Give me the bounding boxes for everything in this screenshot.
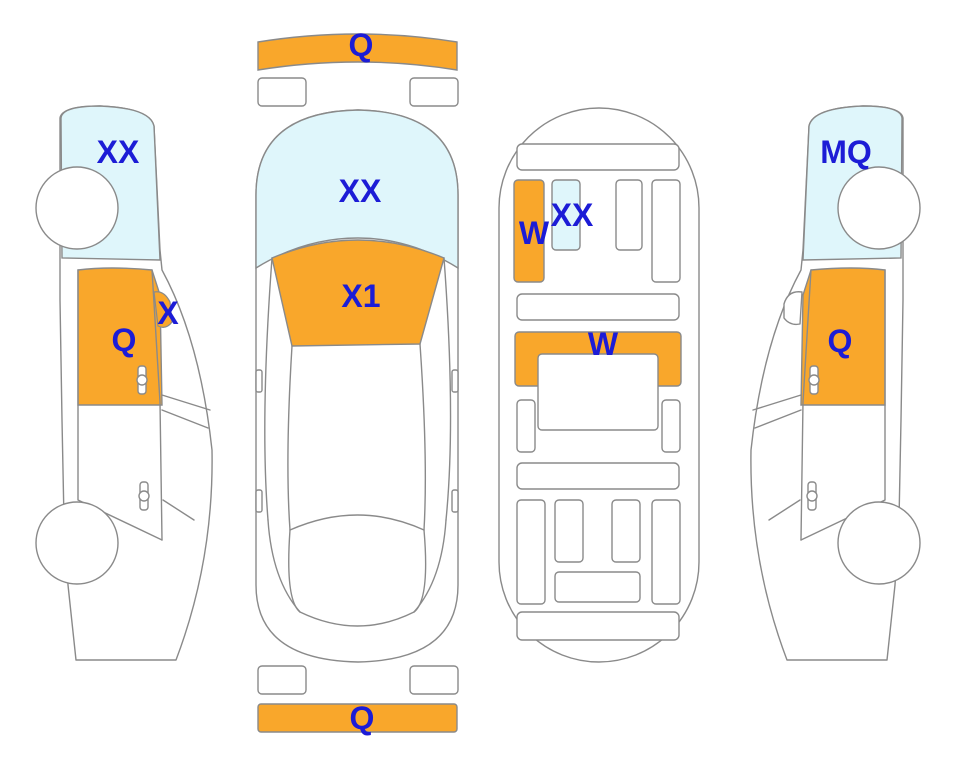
right-mirror	[783, 291, 803, 326]
left-mirror[interactable]	[153, 291, 173, 328]
right-rear-wheel	[837, 501, 921, 585]
right-front-glass-label: MQ	[820, 134, 872, 170]
rear-light-right	[409, 665, 459, 695]
top-view: Q XX X1 Q	[255, 27, 459, 736]
right-side-view: MQ Q	[750, 105, 921, 661]
hood-label: X1	[341, 278, 380, 314]
frame-inner-panel-label: XX	[551, 197, 594, 233]
top-mirror-right-front	[451, 369, 459, 393]
front-bumper-label: Q	[349, 27, 374, 63]
windshield[interactable]	[255, 109, 459, 270]
left-rear-wheel	[35, 501, 119, 585]
right-front-door[interactable]	[800, 267, 886, 406]
left-door-handle-front	[136, 365, 148, 395]
windshield-label: XX	[339, 173, 382, 209]
front-headlight-right	[409, 77, 459, 107]
left-mirror-label: X	[157, 295, 179, 331]
right-front-door-label: Q	[828, 323, 853, 359]
right-front-wheel	[837, 166, 921, 250]
rear-bumper[interactable]	[257, 703, 458, 733]
top-mirror-left-front	[255, 369, 263, 393]
rear-light-left	[257, 665, 307, 695]
frame-left-rail[interactable]	[513, 179, 545, 283]
left-front-glass-label: XX	[97, 134, 140, 170]
right-door-handle-rear	[806, 481, 818, 511]
top-mirror-right-rear	[451, 489, 459, 513]
top-mirror-left-rear	[255, 489, 263, 513]
right-door-handle-front	[808, 365, 820, 395]
front-headlight-left	[257, 77, 307, 107]
underbody-view: W XX W	[498, 107, 700, 663]
frame-inner-panel[interactable]	[551, 179, 581, 251]
front-bumper[interactable]	[257, 33, 458, 71]
left-side-view: XX Q X	[35, 105, 213, 661]
left-door-handle-rear	[138, 481, 150, 511]
left-front-door-label: Q	[112, 322, 137, 358]
frame-cross-member-label: W	[588, 326, 619, 362]
rear-bumper-label: Q	[350, 700, 375, 736]
left-front-wheel	[35, 166, 119, 250]
frame-left-rail-label: W	[519, 215, 550, 251]
